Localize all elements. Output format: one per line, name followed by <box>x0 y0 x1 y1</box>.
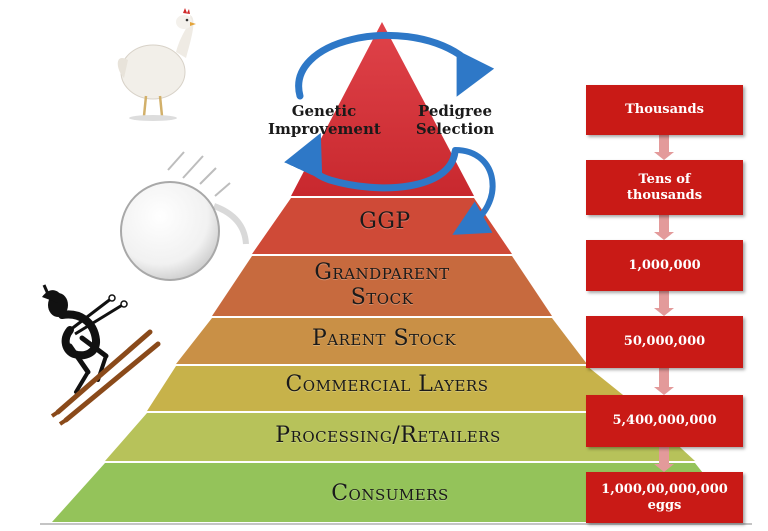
cycle-bottom-arrow <box>284 132 459 192</box>
tier-label-commercial: Commercial Layers <box>285 372 489 397</box>
tier-label-processing: Processing/Retailers <box>275 423 501 448</box>
tier-label-consumers: Consumers <box>331 481 449 506</box>
skier-icon <box>42 284 161 426</box>
count-box-ggp: Thousands <box>586 85 743 135</box>
count-box-grandparent: Tens of thousands <box>586 160 743 215</box>
count-connector-arrow <box>654 447 674 472</box>
count-box-processing: 5,400,000,000 <box>586 395 743 447</box>
cycle-to-ggp-arrow <box>452 147 496 235</box>
cycle-arrows <box>284 32 496 235</box>
count-box-commercial: 50,000,000 <box>586 316 743 368</box>
count-connector-arrow <box>654 135 674 160</box>
tier-label-ggp: GGP <box>359 209 411 234</box>
pyramid-apex <box>291 22 474 196</box>
count-connector-arrow <box>654 215 674 240</box>
pedigree-selection-label: Pedigree Selection <box>415 102 495 138</box>
tier-processing-band <box>105 413 695 461</box>
tier-grandparent-band <box>212 256 552 316</box>
tier-commercial-band <box>147 366 643 411</box>
count-connector-arrow <box>654 291 674 316</box>
genetic-improvement-label: Genetic Improvement <box>268 102 381 138</box>
chicken-icon <box>117 8 196 121</box>
snowball-icon <box>120 151 249 281</box>
tier-label-parent: Parent Stock <box>311 326 457 351</box>
tier-parent-band <box>176 318 587 364</box>
count-box-consumers: 1,000,00,000,000 eggs <box>586 472 743 523</box>
tier-consumers-band <box>52 463 742 522</box>
tier-label-grandparent: Grandparent Stock <box>314 260 450 310</box>
count-connectors <box>654 135 674 472</box>
count-box-parent: 1,000,000 <box>586 240 743 291</box>
pyramid-tiers <box>52 198 742 522</box>
count-connector-arrow <box>654 368 674 395</box>
cycle-top-arrow <box>295 32 495 100</box>
tier-ggp-band <box>252 198 512 254</box>
